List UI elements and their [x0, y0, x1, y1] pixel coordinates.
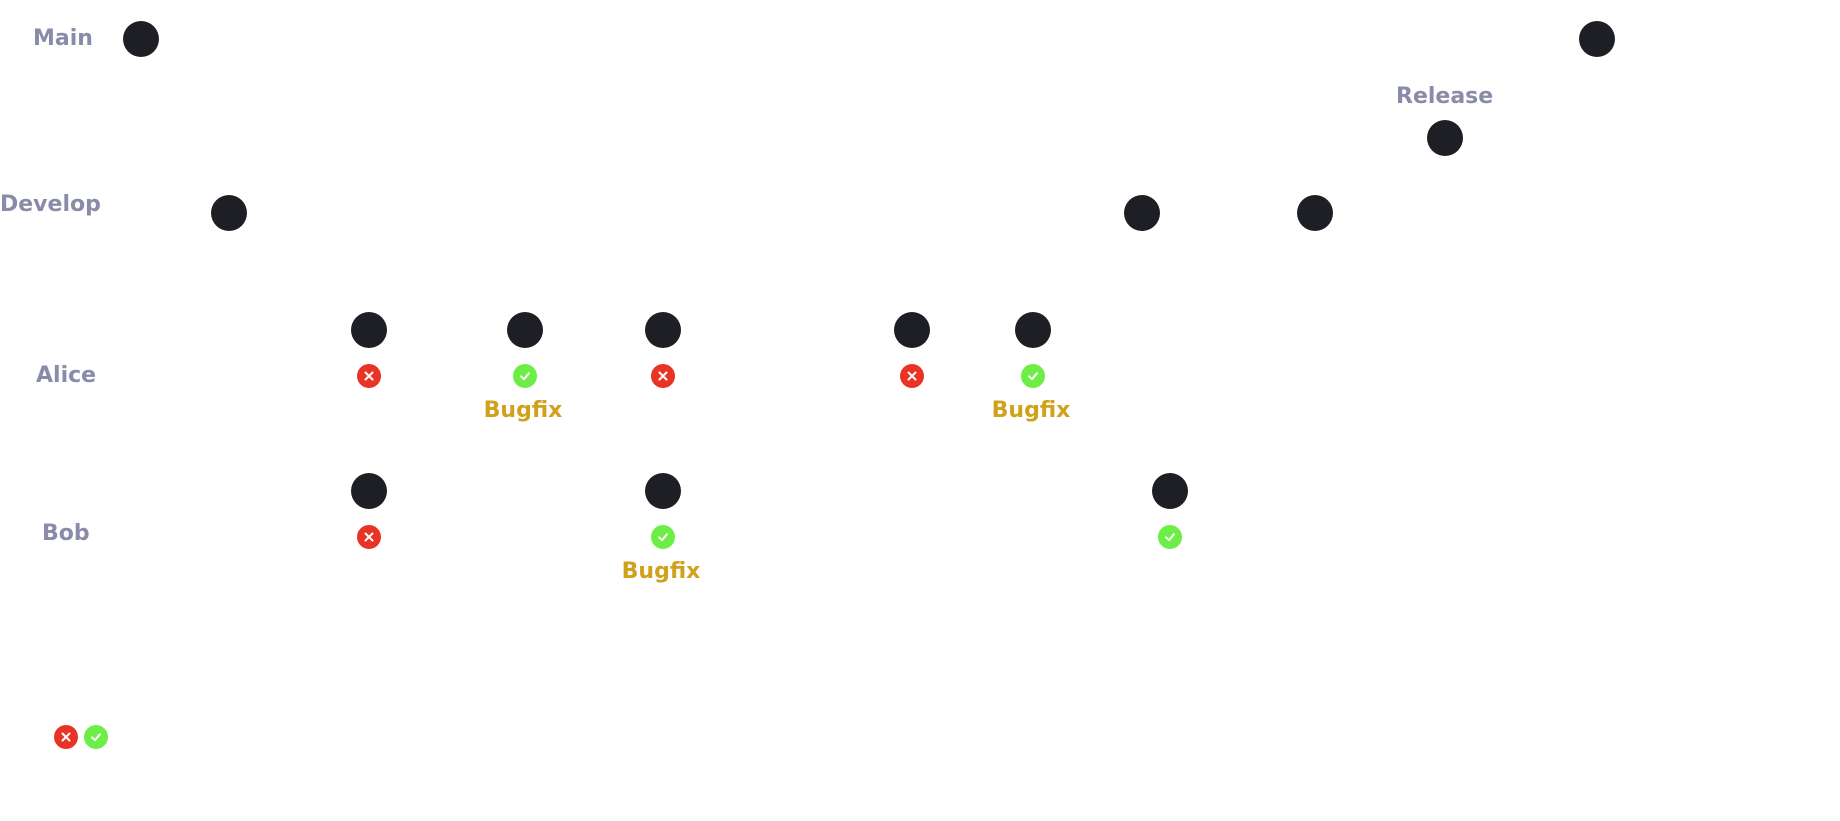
commit-dot-main[interactable] — [1579, 21, 1615, 57]
commit-dot-alice[interactable] — [1015, 312, 1051, 348]
success-status-icon — [513, 364, 537, 388]
tag-label: Bugfix — [483, 398, 563, 423]
lane-label-bob: Bob — [42, 521, 90, 546]
success-status-icon — [1158, 525, 1182, 549]
success-status-icon — [1021, 364, 1045, 388]
commit-dot-release[interactable] — [1427, 120, 1463, 156]
fail-status-icon — [357, 364, 381, 388]
commit-dot-alice[interactable] — [351, 312, 387, 348]
legend-success-icon — [84, 725, 108, 749]
commit-dot-bob[interactable] — [1152, 473, 1188, 509]
fail-status-icon — [651, 364, 675, 388]
release-label: Release — [1396, 84, 1494, 109]
commit-dot-develop[interactable] — [1297, 195, 1333, 231]
success-status-icon — [651, 525, 675, 549]
tag-label: Bugfix — [991, 398, 1071, 423]
commit-dot-alice[interactable] — [645, 312, 681, 348]
tag-label: Bugfix — [621, 559, 701, 584]
commit-dot-bob[interactable] — [351, 473, 387, 509]
lane-label-main: Main — [33, 26, 93, 51]
lane-label-develop: Develop — [0, 192, 101, 217]
lane-label-alice: Alice — [36, 363, 97, 388]
check-icon — [91, 733, 101, 742]
commit-dot-alice[interactable] — [507, 312, 543, 348]
fail-status-icon — [900, 364, 924, 388]
commit-dot-develop[interactable] — [211, 195, 247, 231]
commit-dot-bob[interactable] — [645, 473, 681, 509]
x-icon — [61, 732, 71, 742]
commit-dot-alice[interactable] — [894, 312, 930, 348]
legend-fail-icon — [54, 725, 78, 749]
commit-dot-develop[interactable] — [1124, 195, 1160, 231]
fail-status-icon — [357, 525, 381, 549]
commit-dot-main[interactable] — [123, 21, 159, 57]
